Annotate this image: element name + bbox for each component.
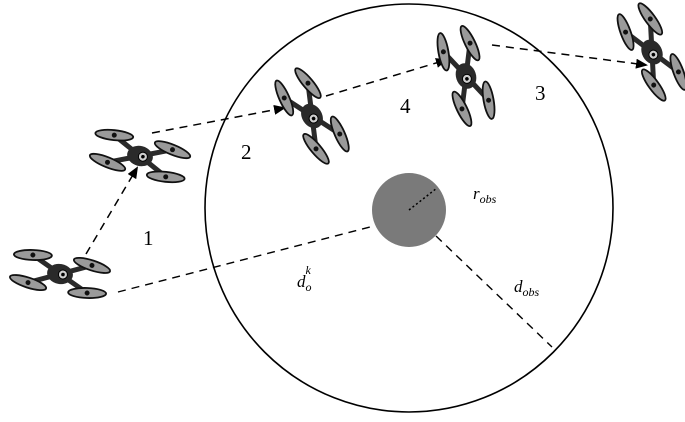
path-arrow-4 [491,44,648,69]
label-d-obs: dobs [514,277,540,299]
drones-group [8,2,685,299]
drone-icon [616,2,685,102]
safety-circle [204,3,614,413]
path-arrow-3 [325,58,448,97]
drone-icon [88,128,192,184]
label-d-o-k: dok [297,263,312,294]
drone-icon [274,67,350,165]
distance-line-do [117,225,375,293]
drone-icon [436,25,496,127]
segment-label-4: 4 [400,94,411,118]
distance-line-dobs [435,235,553,348]
obstacle-radius-line [408,187,438,211]
path-arrow-2 [151,104,286,134]
segment-label-3: 3 [535,81,546,105]
segment-label-1: 1 [143,226,154,250]
segment-label-2: 2 [241,140,252,164]
label-r-obs: robs [473,184,497,206]
drone-icon [8,249,112,299]
path-arrow-1 [85,166,139,255]
